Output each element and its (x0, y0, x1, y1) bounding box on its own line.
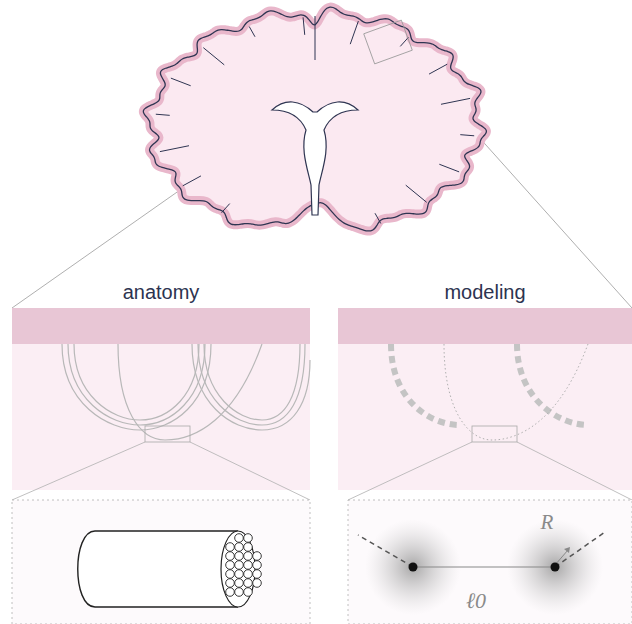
sulcus (222, 204, 230, 213)
sulcus (249, 27, 255, 37)
sulcus (406, 185, 427, 202)
brain-outline (143, 7, 486, 231)
fiber (235, 570, 244, 579)
radius-label: R (541, 510, 554, 535)
sulcus (429, 64, 447, 74)
fiber (244, 570, 253, 579)
fiber (244, 552, 253, 561)
sulcus (156, 114, 170, 115)
sulcus (375, 213, 381, 223)
fiber (235, 543, 244, 552)
fiber (253, 579, 262, 588)
ventricle (272, 102, 358, 215)
fiber (226, 543, 235, 552)
fiber-bundle (78, 531, 262, 607)
length-label: ℓ0 (466, 588, 486, 614)
fiber (244, 543, 253, 552)
zoom-box (364, 20, 413, 64)
fiber (244, 561, 253, 570)
panel-title: modeling (444, 281, 525, 304)
sulcus (183, 176, 201, 186)
fiber (253, 561, 262, 570)
sulcus (350, 21, 358, 44)
fiber (253, 570, 262, 579)
fiber (235, 579, 244, 588)
sulcus (303, 17, 305, 35)
fiber (235, 534, 244, 543)
fiber (244, 579, 253, 588)
node-model (358, 519, 605, 615)
sulcus (171, 78, 191, 86)
sulcus (400, 37, 408, 46)
fiber (226, 579, 235, 588)
anatomy-panel (12, 308, 310, 490)
fiber (253, 552, 262, 561)
modeling-panel (338, 308, 632, 490)
fiber (226, 588, 235, 597)
fissure (315, 16, 316, 60)
sulcus (439, 164, 459, 172)
panel-title: anatomy (123, 281, 200, 304)
cortex (143, 7, 486, 231)
zoom-line (12, 442, 632, 624)
sulcus (460, 135, 474, 136)
fiber (226, 561, 235, 570)
brain-edge (143, 7, 486, 231)
sulcus (203, 48, 224, 65)
fiber (235, 588, 244, 597)
fiber (244, 534, 253, 543)
sulcus (441, 98, 470, 104)
fiber (226, 570, 235, 579)
fiber (235, 552, 244, 561)
sulcus (160, 146, 189, 152)
fiber (226, 552, 235, 561)
fiber (244, 588, 253, 597)
fiber (235, 561, 244, 570)
